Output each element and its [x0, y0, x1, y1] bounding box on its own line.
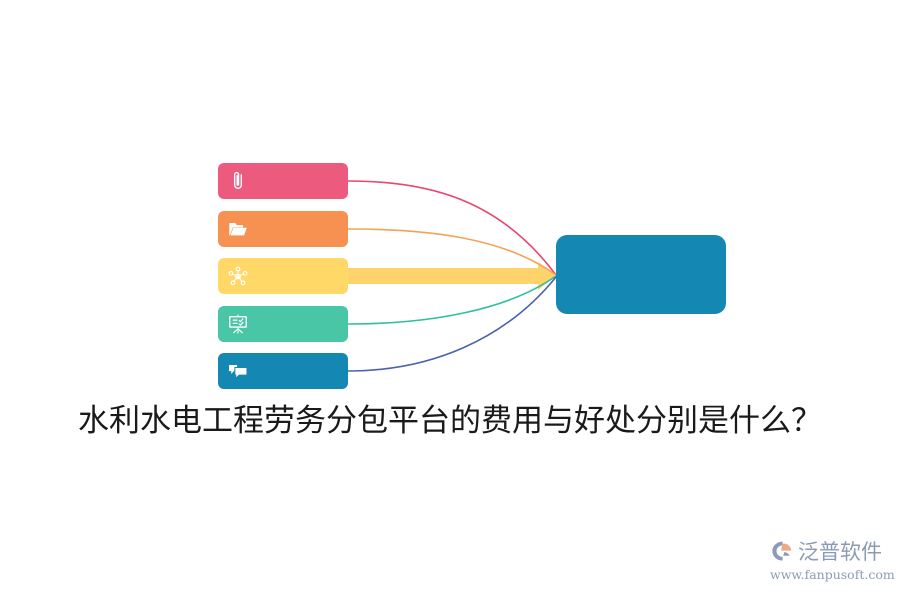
open-folder-icon — [229, 223, 247, 236]
connector-curve-folder — [347, 228, 557, 276]
flow-node-chat[interactable] — [218, 353, 348, 389]
connector-curve-chat — [347, 276, 557, 372]
presentation-board-icon — [229, 314, 247, 334]
flow-node-presentation[interactable] — [218, 306, 348, 342]
flow-node-network[interactable] — [218, 258, 348, 294]
flow-target-box[interactable] — [556, 235, 726, 314]
fanpu-logo-icon — [772, 541, 792, 561]
connector-arrow-network — [348, 262, 556, 290]
flow-connectors — [347, 180, 557, 372]
watermark-logo: 泛普软件 www.fanpusoft.com — [770, 536, 895, 584]
paperclip-icon — [234, 171, 242, 189]
connector-curve-attachment — [347, 180, 557, 276]
connector-curve-presentation — [347, 275, 557, 325]
watermark-brand-name: 泛普软件 — [798, 540, 882, 564]
flow-node-folder[interactable] — [218, 211, 348, 247]
flow-node-attachment[interactable] — [218, 163, 348, 199]
watermark-url: www.fanpusoft.com — [770, 567, 895, 582]
chat-bubbles-icon — [229, 364, 248, 380]
watermark-brand-row: 泛普软件 — [770, 536, 890, 566]
page-title: 水利水电工程劳务分包平台的费用与好处分别是什么？ — [78, 403, 822, 439]
network-hub-icon — [228, 266, 248, 286]
diagram-container — [218, 163, 726, 389]
